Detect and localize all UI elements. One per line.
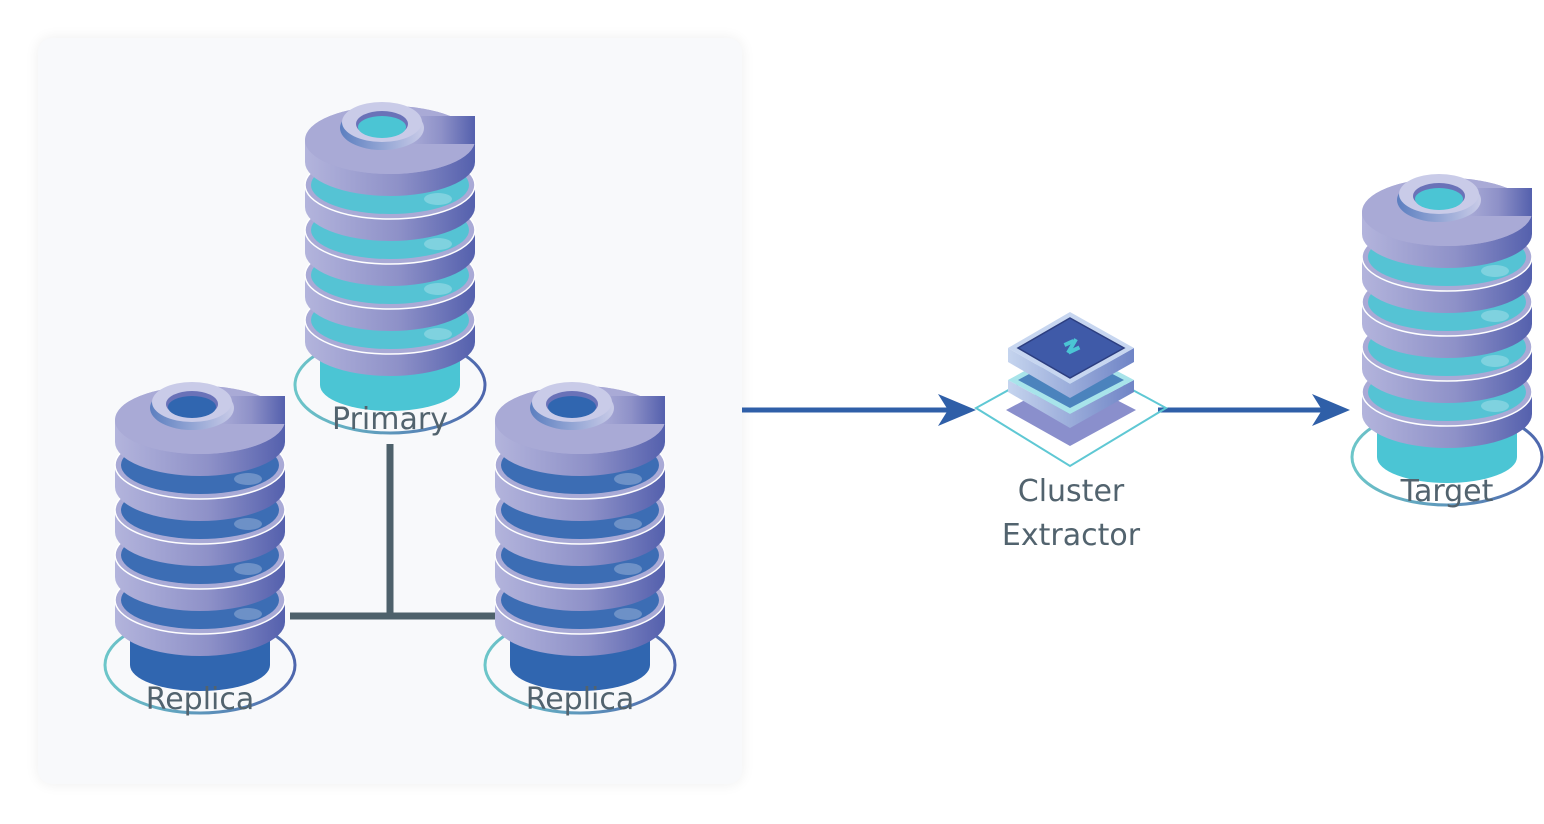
target-database-icon — [1350, 174, 1544, 507]
arrowhead-icon — [1312, 394, 1350, 426]
extractor-label-line1: Cluster — [1017, 474, 1125, 509]
arrowhead-icon — [938, 394, 976, 426]
target-label: Target — [1400, 474, 1494, 509]
replica-label-right: Replica — [525, 682, 635, 717]
primary-label: Primary — [332, 402, 448, 437]
plugin-glyph-icon — [1063, 338, 1081, 355]
replica-label-left: Replica — [145, 682, 255, 717]
primary-database-icon — [293, 102, 487, 435]
replica-database-icon-right — [483, 382, 677, 715]
replica-database-icon-left — [103, 382, 297, 715]
extractor-label: Cluster Extractor — [1002, 470, 1140, 557]
cluster-extractor-icon — [974, 312, 1169, 468]
extractor-label-line2: Extractor — [1001, 517, 1141, 553]
flow-arrow-extractor-to-target — [1158, 394, 1350, 426]
flow-arrow-cluster-to-extractor — [742, 394, 976, 426]
